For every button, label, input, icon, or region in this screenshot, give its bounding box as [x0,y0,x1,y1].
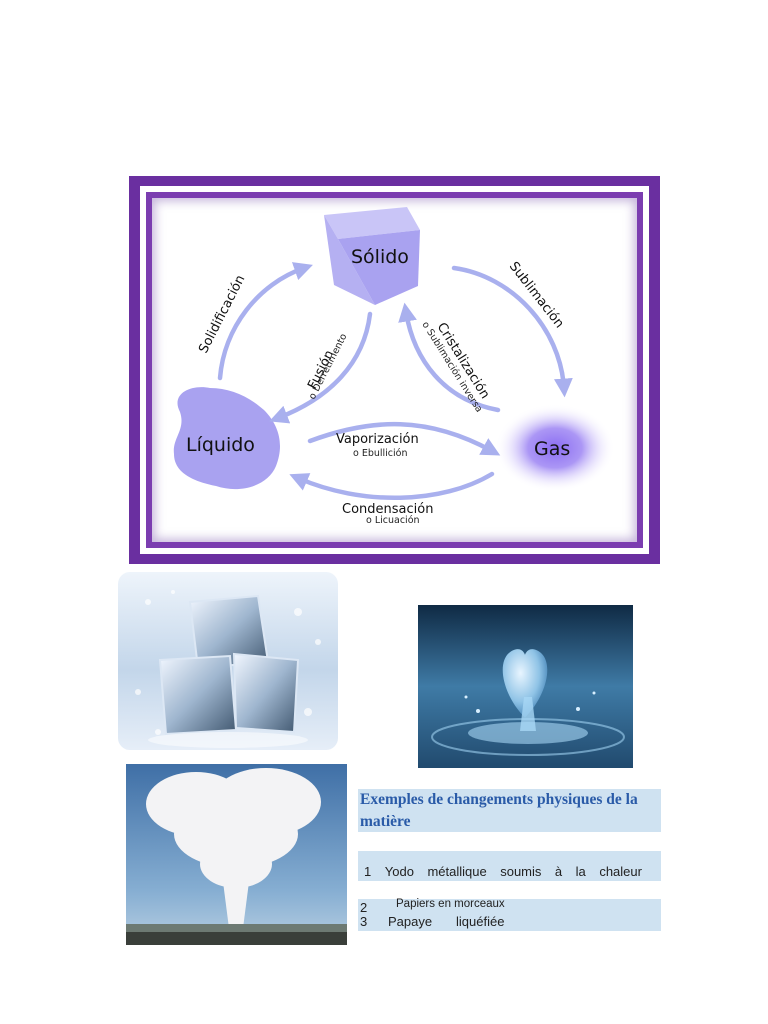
item-1-word: à [554,864,563,879]
item-1-highlight [358,851,661,881]
vaporization-arrow [307,422,501,456]
item-2-text: Papiers en morceaux [396,898,505,910]
condensation-alt-label: o Licuación [366,515,420,526]
solidification-arrow [217,262,313,381]
liquid-blob-icon [173,387,280,490]
item-3-number: 3 [360,914,368,929]
vaporization-alt-label: o Ebullición [353,448,408,459]
item-1-word: chaleur [599,864,642,879]
water-heart-splash-photo [418,605,633,768]
item-3-word: liquéfiée [456,914,505,929]
item-1-word: Yodo [384,864,414,879]
item-1-number: 1 [364,864,372,879]
examples-heading: Exemples de changements physiques de la … [360,791,638,830]
condensation-label: Condensación [342,502,433,517]
example-item-1: 1 Yodo métallique soumis à la chaleur [364,864,642,879]
fusion-arrow [269,311,373,424]
item-1-word: métallique [427,864,487,879]
states-of-matter-diagram: Sólido Líquido Gas Solidificación Sublim… [173,207,615,526]
crystallization-arrow [398,302,501,413]
solid-cube-icon [324,207,420,305]
heading-highlight [358,789,661,832]
gas-cloud-icon [495,404,615,492]
heart-shaped-steam-cloud-photo [126,764,347,945]
ice-cubes-photo [118,572,338,750]
liquid-label: Líquido [186,434,255,456]
example-item-3: 3 Papaye liquéfiée [360,914,504,929]
item-2-3-highlight [358,899,661,931]
gas-label: Gas [534,438,570,460]
condensation-arrow [289,471,495,501]
item-2-number: 2 [360,900,368,915]
solid-label: Sólido [351,246,409,268]
sublimation-arrow [451,265,573,398]
item-1-word: soumis [500,864,542,879]
item-3-word: Papaye [388,914,433,929]
vaporization-label: Vaporización [336,432,419,447]
item-1-word: la [575,864,586,879]
